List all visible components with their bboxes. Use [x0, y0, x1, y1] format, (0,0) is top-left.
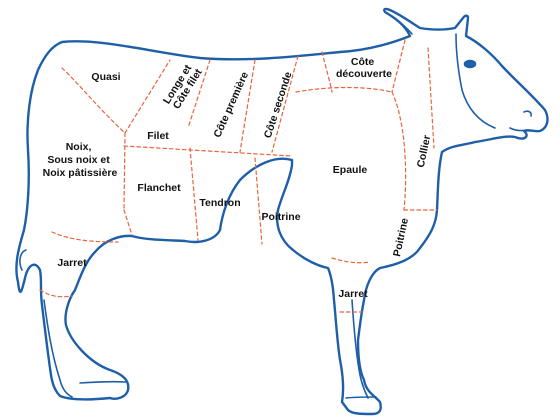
ear-inner-line	[392, 16, 412, 34]
label-quasi: Quasi	[91, 71, 120, 83]
mouth-line	[510, 128, 528, 131]
hind-hoof-line	[80, 382, 126, 383]
label-filet: Filet	[147, 130, 169, 142]
label-collier: Collier	[415, 134, 434, 168]
label-jarret-arriere: Jarret	[57, 257, 87, 269]
tail-tip	[20, 250, 26, 270]
eye-icon	[465, 61, 476, 68]
label-flanchet: Flanchet	[137, 182, 181, 194]
label-jarret-avant: Jarret	[338, 288, 368, 300]
label-poitrine-avant: Poitrine	[391, 217, 411, 258]
label-longe-cote-filet: Longe et Côte filet	[161, 60, 205, 112]
label-tendron: Tendron	[199, 197, 240, 209]
label-epaule: Epaule	[333, 164, 368, 176]
label-cote-premiere: Côte première	[211, 70, 251, 140]
label-noix: Noix, Sous noix et Noix pâtissière	[43, 141, 118, 179]
fore-hoof-line	[346, 397, 376, 398]
label-cote-decouverte: Côte découverte	[336, 56, 392, 80]
head-contour	[456, 34, 495, 128]
nostril-icon	[524, 111, 531, 116]
cut-labels: Quasi Longe et Côte filet Côte première …	[43, 56, 434, 300]
label-poitrine: Poitrine	[261, 211, 300, 223]
label-cote-seconde: Côte seconde	[262, 70, 295, 139]
